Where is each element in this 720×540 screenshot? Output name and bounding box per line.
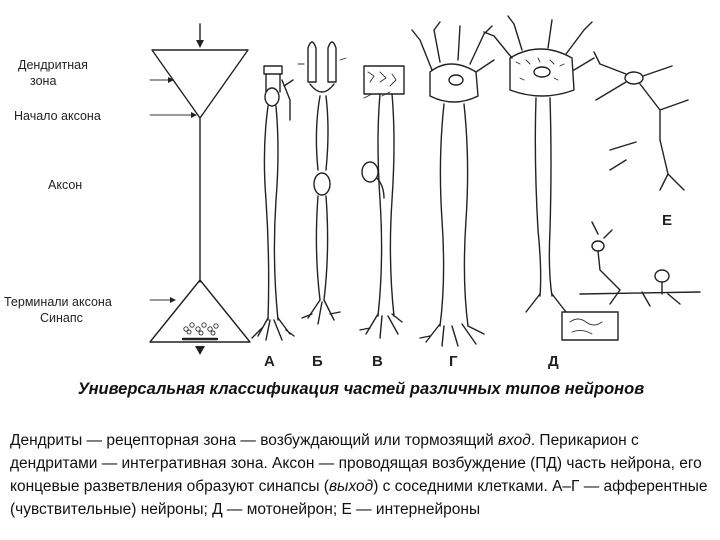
neuron-c (359, 65, 405, 339)
label-dendritic-zone: Дендритная (18, 58, 88, 72)
letter-a: А (264, 353, 275, 370)
neuron-b (297, 41, 347, 325)
label-dendritic-zone-2: зона (30, 74, 57, 88)
letter-e: Е (662, 212, 673, 229)
figure-description: Дендриты — рецепторная зона — возбуждающ… (10, 429, 714, 521)
neuron-e (579, 51, 701, 307)
desc-input-term: вход (497, 432, 531, 449)
label-terminals: Терминали аксона (4, 295, 112, 309)
letter-b: Б (312, 353, 323, 370)
schematic-neuron (149, 23, 251, 355)
letter-d: Д (548, 353, 559, 370)
desc-output-term: выход (328, 478, 374, 495)
label-synapse: Синапс (40, 311, 83, 325)
neuron-g (411, 21, 495, 347)
figure-caption: Универсальная классификация частей разли… (77, 380, 645, 398)
neuron-d (483, 15, 619, 341)
letter-v: В (372, 353, 383, 370)
label-axon-start: Начало аксона (14, 109, 101, 123)
neuron-diagram (149, 15, 701, 355)
label-axon: Аксон (48, 178, 83, 192)
letter-g: Г (449, 353, 458, 370)
neuron-a (251, 65, 295, 341)
desc-part-2: . Перикарион с дендритами — интегративна… (10, 432, 702, 495)
desc-part-3: ) с соседними клетками. А–Г — афферентны… (10, 478, 708, 518)
desc-part-1: Дендриты — рецепторная зона — возбуждающ… (10, 432, 498, 449)
